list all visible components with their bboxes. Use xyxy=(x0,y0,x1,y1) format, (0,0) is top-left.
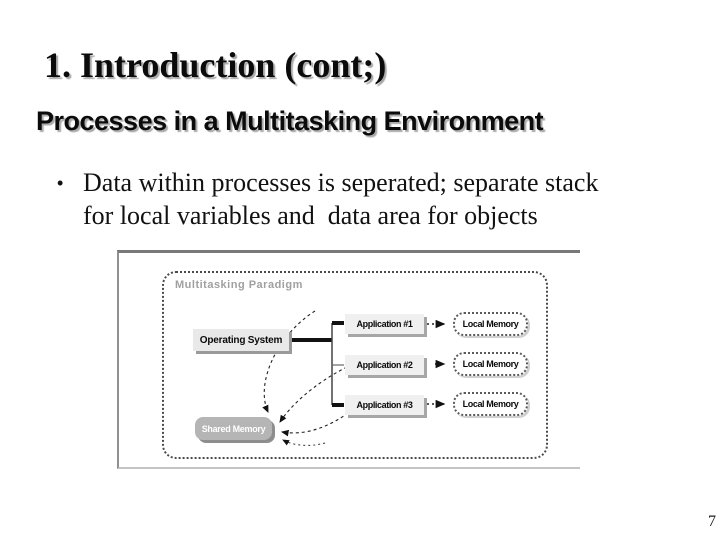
slide-subtitle: Processes in a Multitasking Environment xyxy=(36,106,544,136)
app3-to-shared-memory-arc xyxy=(280,408,354,437)
page-number: 7 xyxy=(708,513,716,530)
node-local-memory-1: Local Memory xyxy=(453,312,528,336)
node-local-memory-3: Local Memory xyxy=(453,392,528,416)
bullet-marker: • xyxy=(57,173,64,193)
app2-to-shared-memory-arc xyxy=(279,366,348,423)
bullet-text: Data within processes is seperated; sepa… xyxy=(83,168,599,230)
shared-memory-dotted-tail xyxy=(282,439,326,446)
node-shared-memory: Shared Memory xyxy=(195,417,272,440)
diagram-title: Multitasking Paradigm xyxy=(175,279,303,291)
node-local-memory-2: Local Memory xyxy=(453,352,528,376)
node-application-2: Application #2 xyxy=(345,355,424,375)
slide-title: 1. Introduction (cont;) xyxy=(44,45,387,85)
app1-to-shared-memory-arc xyxy=(262,310,316,414)
node-operating-system: Operating System xyxy=(193,329,289,351)
node-application-1: Application #1 xyxy=(345,314,424,334)
diagram-dashed-frame xyxy=(162,271,548,459)
node-application-3: Application #3 xyxy=(345,395,424,415)
multitasking-diagram: Multitasking Paradigm Operating Syst xyxy=(117,250,580,469)
